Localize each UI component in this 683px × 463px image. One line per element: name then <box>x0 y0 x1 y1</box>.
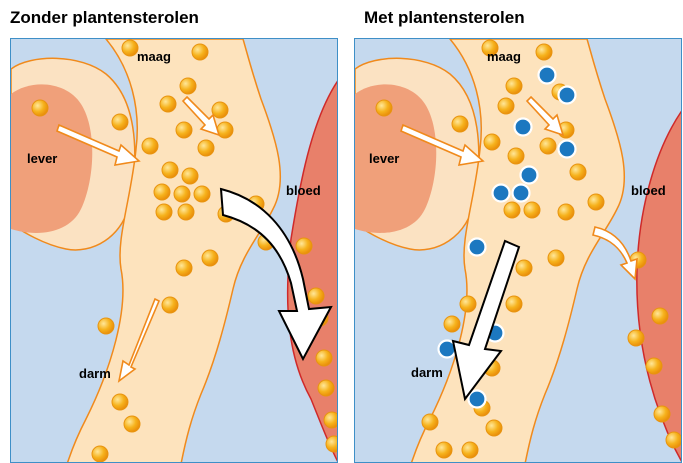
diagram-with-sterols-canvas: maag lever bloed darm <box>355 39 682 463</box>
label-stomach: maag <box>137 49 171 64</box>
diagram-with-sterols: maag lever bloed darm <box>354 38 682 463</box>
diagram-without-sterols-canvas: maag lever bloed darm <box>11 39 338 463</box>
label-intestine: darm <box>79 366 111 381</box>
diagram-without-sterols: maag lever bloed darm <box>10 38 338 463</box>
panel-title-with-sterols: Met plantensterolen <box>364 8 525 28</box>
label-blood: bloed <box>286 183 321 198</box>
label-stomach: maag <box>487 49 521 64</box>
label-intestine: darm <box>411 365 443 380</box>
label-blood: bloed <box>631 183 666 198</box>
label-liver: lever <box>27 151 57 166</box>
label-liver: lever <box>369 151 399 166</box>
panel-title-without-sterols: Zonder plantensterolen <box>10 8 199 28</box>
